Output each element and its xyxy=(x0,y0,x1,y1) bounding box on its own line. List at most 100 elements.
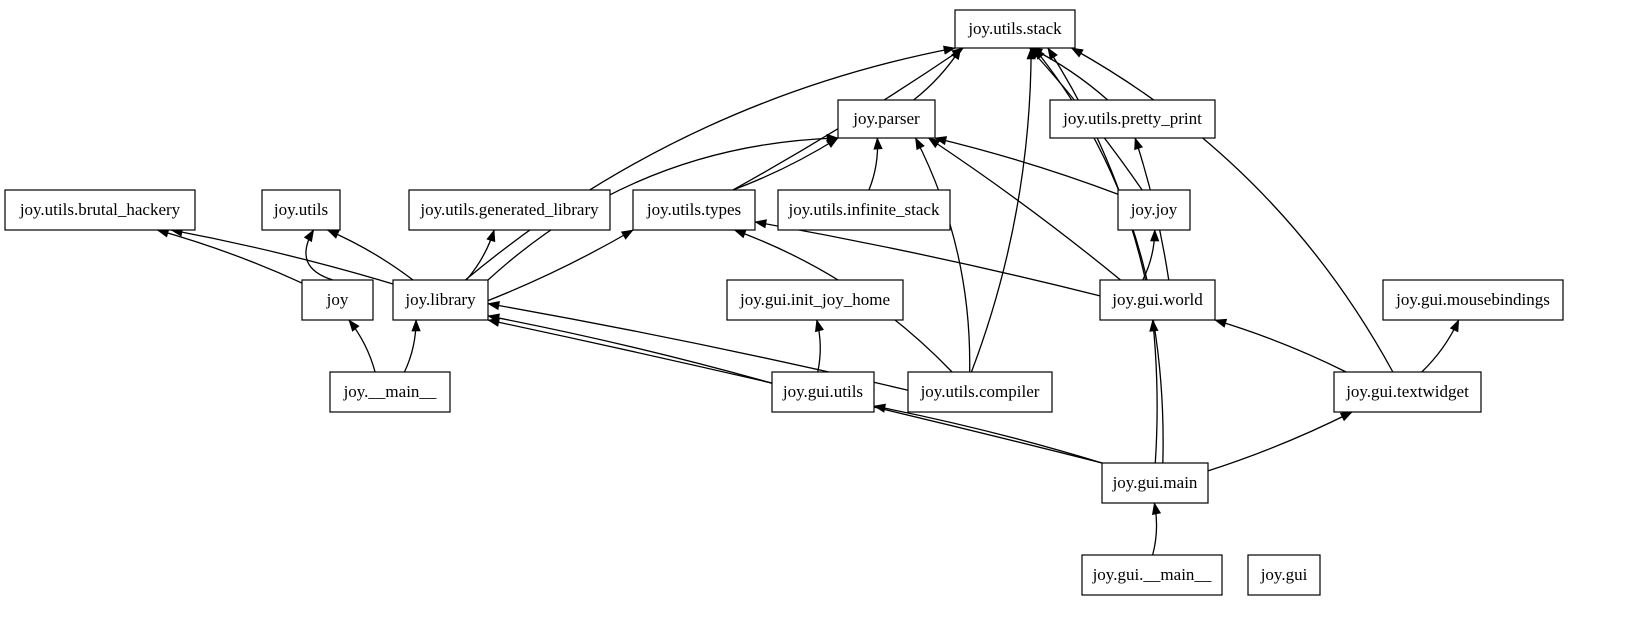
node-joy_utils_infinite_stack[interactable]: joy.utils.infinite_stack xyxy=(777,189,951,231)
node-joy_gui___main__[interactable]: joy.gui.__main__ xyxy=(1081,554,1223,596)
node-joy_utils_pretty_print[interactable]: joy.utils.pretty_print xyxy=(1049,99,1216,139)
edge-joy_gui_main-to-joy_gui_world xyxy=(1152,319,1158,464)
node-label: joy.gui.__main__ xyxy=(1092,565,1212,584)
node-box[interactable] xyxy=(301,279,374,321)
edge-arrowhead xyxy=(487,317,501,327)
edge-arrowhead xyxy=(754,219,767,229)
node-joy___main__[interactable]: joy.__main__ xyxy=(329,371,451,413)
node-joy_utils_stack[interactable]: joy.utils.stack xyxy=(954,9,1076,49)
edge-arrowhead xyxy=(1026,47,1036,60)
node-box[interactable] xyxy=(4,189,196,231)
node-joy_parser[interactable]: joy.parser xyxy=(837,99,936,139)
nodes-layer: joy.utils.stack joy.parser joy.utils.prett… xyxy=(4,9,1564,596)
node-label: joy.utils.brutal_hackery xyxy=(19,200,181,219)
node-joy_utils_compiler[interactable]: joy.utils.compiler xyxy=(907,371,1053,413)
node-label: joy.gui.utils xyxy=(782,382,863,401)
edge-arrowhead xyxy=(487,301,500,311)
node-box[interactable] xyxy=(837,99,936,139)
edge-arrowhead xyxy=(814,319,824,333)
node-label: joy.utils.stack xyxy=(967,19,1062,38)
edge-joy_library-to-joy_utils_brutal_hackery xyxy=(171,229,394,285)
edge-joy_gui_utils-to-joy_library xyxy=(487,315,773,384)
node-label: joy.gui.textwidget xyxy=(1345,382,1469,401)
edge-arrowhead xyxy=(733,229,747,239)
edge-arrowhead xyxy=(348,319,360,332)
node-joy_library[interactable]: joy.library xyxy=(392,279,489,321)
node-label: joy.gui.mousebindings xyxy=(1395,290,1550,309)
node-box[interactable] xyxy=(1117,189,1191,231)
node-label: joy.gui xyxy=(1260,565,1308,584)
node-box[interactable] xyxy=(1101,462,1209,504)
edge-joy-to-joy_utils_brutal_hackery xyxy=(157,229,303,284)
node-joy_utils_generated_library[interactable]: joy.utils.generated_library xyxy=(408,189,611,231)
edge-arrowhead xyxy=(620,229,634,240)
node-box[interactable] xyxy=(1333,371,1482,413)
node-label: joy.parser xyxy=(852,109,920,128)
node-box[interactable] xyxy=(392,279,489,321)
node-label: joy.gui.world xyxy=(1111,290,1203,309)
edge-joy_library-to-joy_utils_types xyxy=(487,229,634,302)
node-box[interactable] xyxy=(261,189,341,231)
node-box[interactable] xyxy=(777,189,951,231)
edge-arrowhead xyxy=(486,229,496,243)
node-joy_utils_brutal_hackery[interactable]: joy.utils.brutal_hackery xyxy=(4,189,196,231)
node-box[interactable] xyxy=(632,189,756,231)
node-label: joy.utils.compiler xyxy=(920,382,1040,401)
edge-joy_utils_types-to-joy_parser xyxy=(732,137,839,191)
node-joy_joy[interactable]: joy.joy xyxy=(1117,189,1191,231)
edge-joy_utils_compiler-to-joy_utils_stack xyxy=(970,47,1032,373)
edge-joy_utils_pretty_print-to-joy_utils_stack xyxy=(1030,47,1109,101)
node-label: joy.utils.infinite_stack xyxy=(788,200,940,219)
edge-arrowhead xyxy=(1134,137,1144,151)
edge-arrowhead xyxy=(934,136,948,146)
node-joy_gui_textwidget[interactable]: joy.gui.textwidget xyxy=(1333,371,1482,413)
edge-joy_library-to-joy_utils_stack xyxy=(464,47,956,281)
node-joy[interactable]: joy xyxy=(301,279,374,321)
node-joy_gui_world[interactable]: joy.gui.world xyxy=(1099,279,1216,321)
edge-joy_joy-to-joy_parser xyxy=(934,137,1119,195)
node-label: joy.utils.generated_library xyxy=(419,200,599,219)
node-box[interactable] xyxy=(1247,554,1321,596)
edge-joy_gui_world-to-joy_utils_stack xyxy=(1033,47,1148,281)
node-box[interactable] xyxy=(329,371,451,413)
node-label: joy xyxy=(326,290,349,309)
node-label: joy.joy xyxy=(1130,200,1178,219)
edge-arrowhead xyxy=(303,229,315,243)
node-box[interactable] xyxy=(726,279,904,321)
node-joy_gui[interactable]: joy.gui xyxy=(1247,554,1321,596)
edge-arrowhead xyxy=(1047,47,1058,61)
edge-arrowhead xyxy=(1151,502,1162,515)
node-label: joy.gui.main xyxy=(1112,473,1198,492)
node-joy_gui_mousebindings[interactable]: joy.gui.mousebindings xyxy=(1382,279,1564,321)
node-box[interactable] xyxy=(771,371,875,413)
edge-arrowhead xyxy=(1449,319,1460,333)
node-box[interactable] xyxy=(1081,554,1223,596)
node-label: joy.library xyxy=(404,290,476,309)
edge-joy_library-to-joy_utils xyxy=(327,229,414,281)
node-joy_utils[interactable]: joy.utils xyxy=(261,189,341,231)
edge-arrowhead xyxy=(873,137,883,150)
edge-arrowhead xyxy=(1033,47,1045,60)
edge-joy_gui_world-to-joy_parser xyxy=(928,137,1121,281)
node-label: joy.utils xyxy=(273,200,328,219)
edge-joy_library-to-joy_parser xyxy=(487,137,839,281)
node-joy_gui_init_joy_home[interactable]: joy.gui.init_joy_home xyxy=(726,279,904,321)
node-box[interactable] xyxy=(1382,279,1564,321)
node-joy_utils_types[interactable]: joy.utils.types xyxy=(632,189,756,231)
edge-arrowhead xyxy=(411,319,421,332)
node-label: joy.utils.types xyxy=(646,200,741,219)
edge-arrowhead xyxy=(1150,229,1160,242)
node-label: joy.__main__ xyxy=(343,382,437,401)
node-box[interactable] xyxy=(907,371,1053,413)
node-box[interactable] xyxy=(1049,99,1216,139)
node-joy_gui_main[interactable]: joy.gui.main xyxy=(1101,462,1209,504)
node-label: joy.gui.init_joy_home xyxy=(739,290,890,309)
node-box[interactable] xyxy=(408,189,611,231)
edge-joy_utils_compiler-to-joy_parser xyxy=(914,137,971,373)
node-joy_gui_utils[interactable]: joy.gui.utils xyxy=(771,371,875,413)
edge-arrowhead xyxy=(825,137,839,148)
node-box[interactable] xyxy=(954,9,1076,49)
node-box[interactable] xyxy=(1099,279,1216,321)
